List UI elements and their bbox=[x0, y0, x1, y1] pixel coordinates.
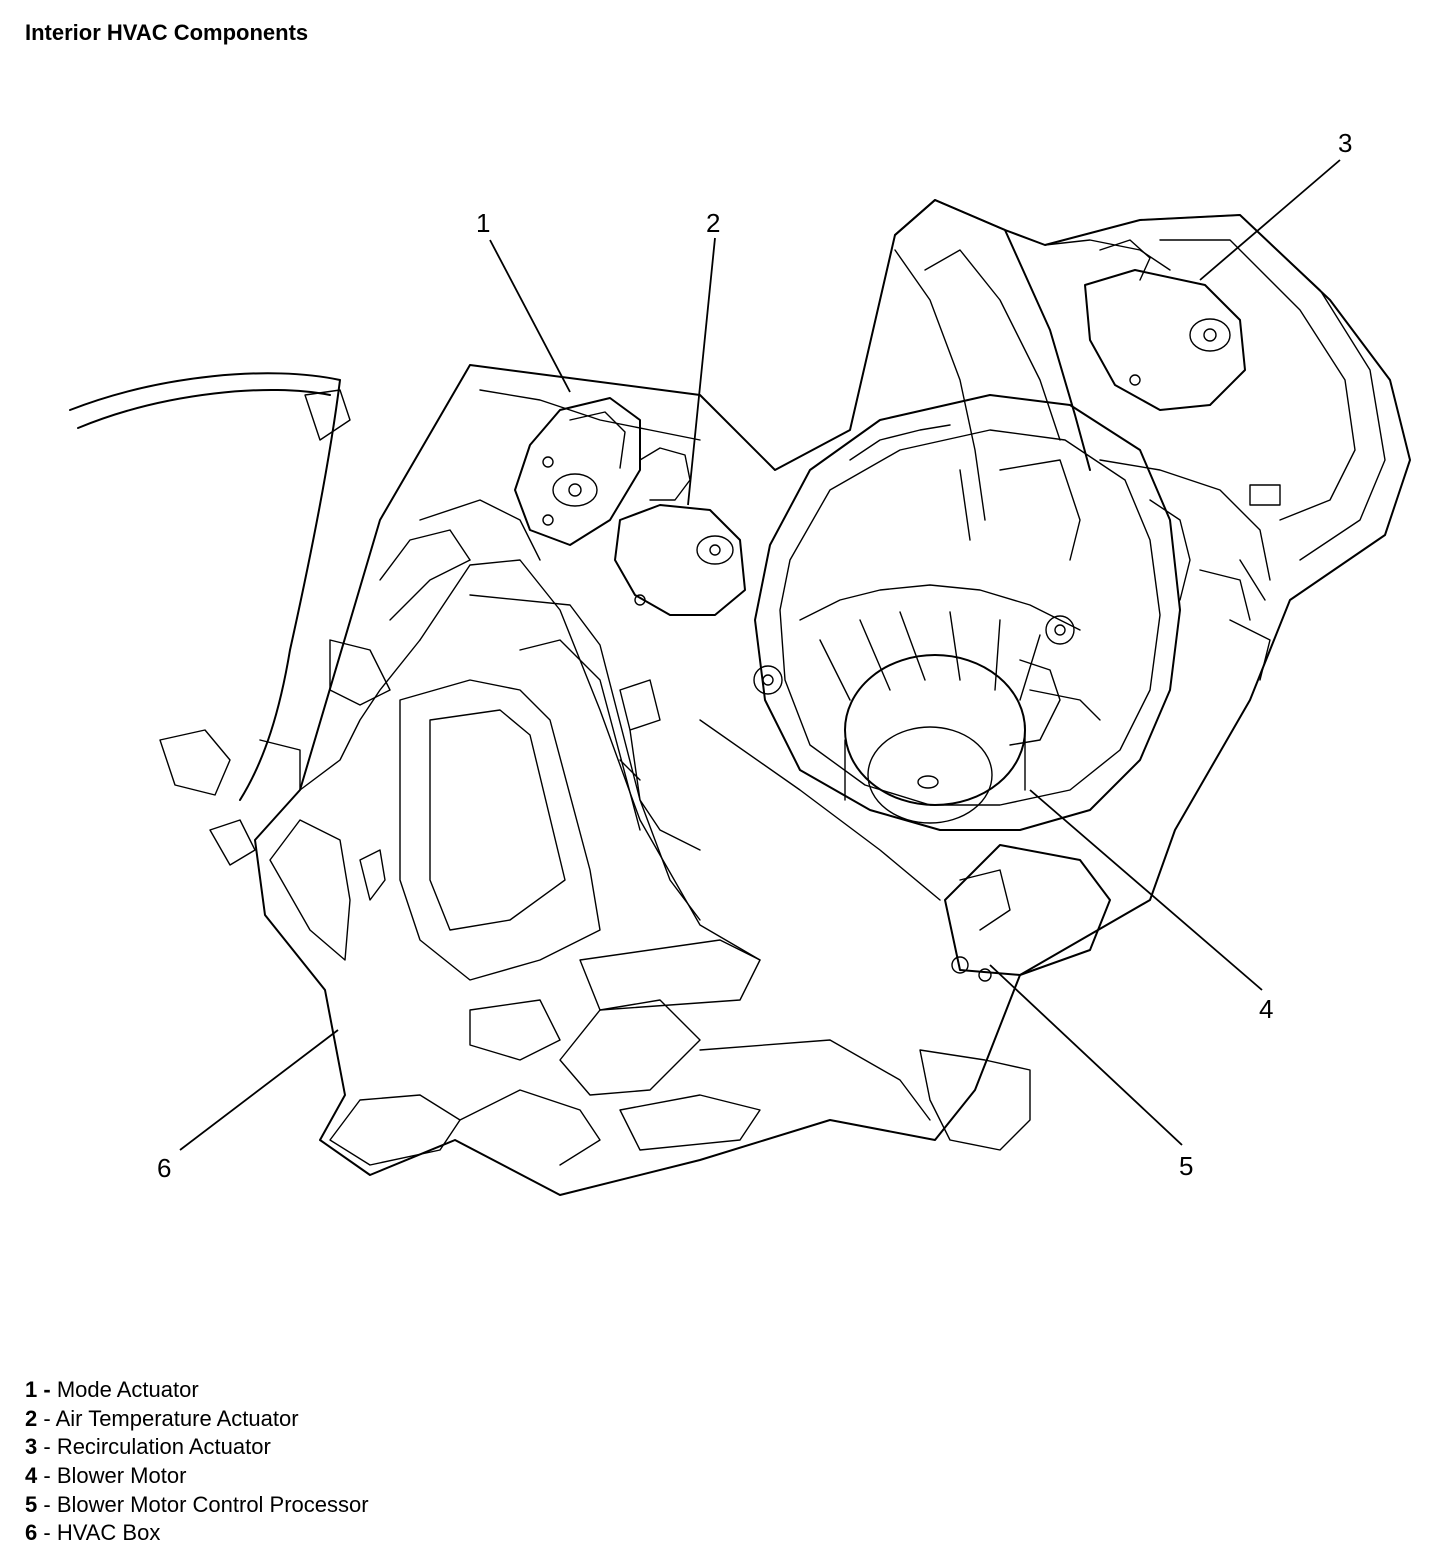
callout-5: 5 bbox=[1179, 1151, 1193, 1181]
leader-line-6 bbox=[179, 1029, 339, 1151]
wiring-harness bbox=[69, 372, 1101, 901]
leader-line-5 bbox=[989, 964, 1183, 1146]
leader-line-4 bbox=[1029, 789, 1263, 991]
hvac-box-housing bbox=[254, 199, 1411, 1196]
callout-4: 4 bbox=[1259, 994, 1273, 1024]
diagram-title: Interior HVAC Components bbox=[25, 20, 309, 45]
air-temperature-actuator bbox=[614, 447, 746, 616]
callout-1: 1 bbox=[476, 208, 490, 238]
leader-line-2 bbox=[687, 237, 716, 506]
legend-item: 6 - HVAC Box bbox=[25, 1520, 161, 1546]
callout-6: 6 bbox=[157, 1153, 171, 1183]
legend-item: 3 - Recirculation Actuator bbox=[25, 1434, 271, 1460]
callout-numbers: 1 2 3 4 5 6 bbox=[157, 128, 1352, 1183]
legend-item: 5 - Blower Motor Control Processor bbox=[25, 1491, 369, 1517]
recirculation-actuator bbox=[1084, 239, 1246, 411]
legend-item: 2 - Air Temperature Actuator bbox=[25, 1405, 299, 1431]
upper-duct bbox=[894, 199, 1386, 681]
callout-3: 3 bbox=[1338, 128, 1352, 158]
legend-item: 1 - Mode Actuator bbox=[25, 1377, 199, 1402]
leader-line-1 bbox=[489, 239, 571, 393]
mode-actuator bbox=[514, 397, 641, 546]
component-legend: 1 - Mode Actuator 2 - Air Temperature Ac… bbox=[25, 1376, 369, 1548]
leader-lines bbox=[179, 159, 1341, 1151]
legend-item: 4 - Blower Motor bbox=[25, 1463, 187, 1489]
leader-line-3 bbox=[1199, 159, 1341, 281]
blower-motor-control-processor bbox=[944, 844, 1111, 982]
blower-housing bbox=[753, 394, 1181, 831]
callout-2: 2 bbox=[706, 208, 720, 238]
